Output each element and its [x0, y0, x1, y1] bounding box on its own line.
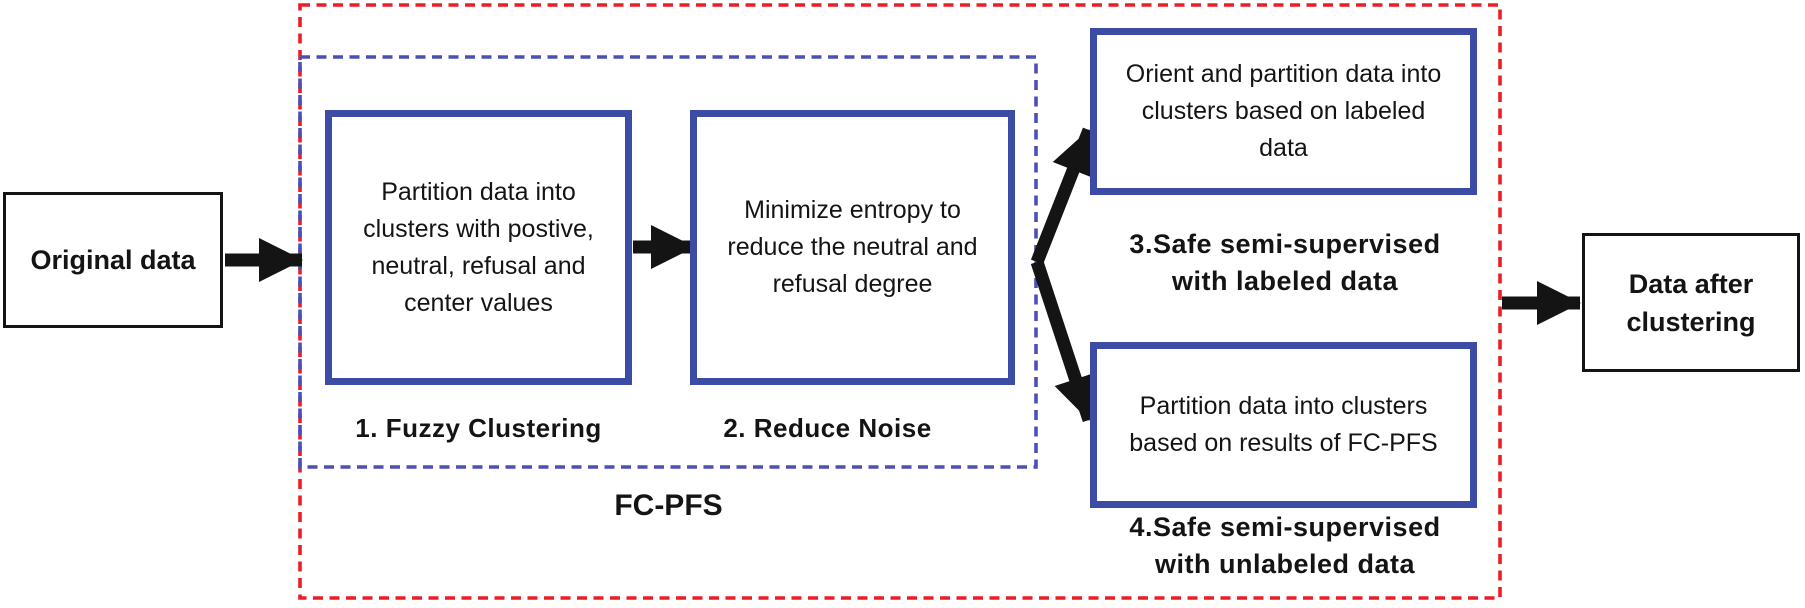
- node-text-line: clusters with postive,: [363, 214, 594, 243]
- node-semi-supervised-unlabeled: Partition data into clusters based on re…: [1090, 342, 1477, 508]
- node-text-line: data: [1259, 134, 1308, 162]
- node-reduce-noise: Minimize entropy to reduce the neutral a…: [690, 110, 1015, 385]
- node-text-line: clustering: [1626, 306, 1756, 337]
- node-text-line: refusal degree: [772, 270, 933, 298]
- node-text-line: based on results of FC-PFS: [1129, 429, 1438, 457]
- group-label-fcpfs: FC-PFS: [614, 489, 723, 522]
- node-text-line: Data after: [1628, 268, 1754, 299]
- node-text-line: Minimize entropy to: [744, 196, 961, 224]
- node-semi-supervised-labeled: Orient and partition data into clusters …: [1090, 28, 1477, 195]
- step-label-reduce-noise: 2. Reduce Noise: [723, 413, 932, 443]
- node-text-line: Partition data into clusters: [1139, 392, 1428, 420]
- node-text-line: Orient and partition data into: [1125, 60, 1442, 88]
- arrow-branch-to-unlabeled: [1030, 259, 1097, 423]
- arrow-branch-to-labeled: [1030, 127, 1096, 265]
- node-original-data: Original data: [3, 192, 223, 328]
- node-text-line: Original data: [30, 245, 196, 275]
- node-text-line: clusters based on labeled: [1141, 97, 1426, 125]
- node-text-line: Partition data into: [381, 177, 576, 206]
- node-text-line: center values: [404, 288, 553, 317]
- node-text-line: neutral, refusal and: [371, 251, 586, 280]
- step-label-line: 4.Safe semi-supervised: [1129, 512, 1441, 542]
- step-label-semi-supervised-unlabeled: 4.Safe semi-supervised with unlabeled da…: [1080, 509, 1490, 583]
- step-label-semi-supervised-labeled: 3.Safe semi-supervised with labeled data: [1080, 226, 1490, 300]
- step-label-line: 3.Safe semi-supervised: [1129, 229, 1441, 259]
- step-label-fuzzy-clustering: 1. Fuzzy Clustering: [355, 413, 602, 443]
- node-fuzzy-clustering: Partition data into clusters with postiv…: [325, 110, 632, 385]
- node-text-line: reduce the neutral and: [727, 233, 978, 261]
- step-label-line: with labeled data: [1171, 266, 1399, 296]
- node-data-after-clustering: Data after clustering: [1582, 233, 1800, 372]
- step-label-line: with unlabeled data: [1154, 549, 1416, 579]
